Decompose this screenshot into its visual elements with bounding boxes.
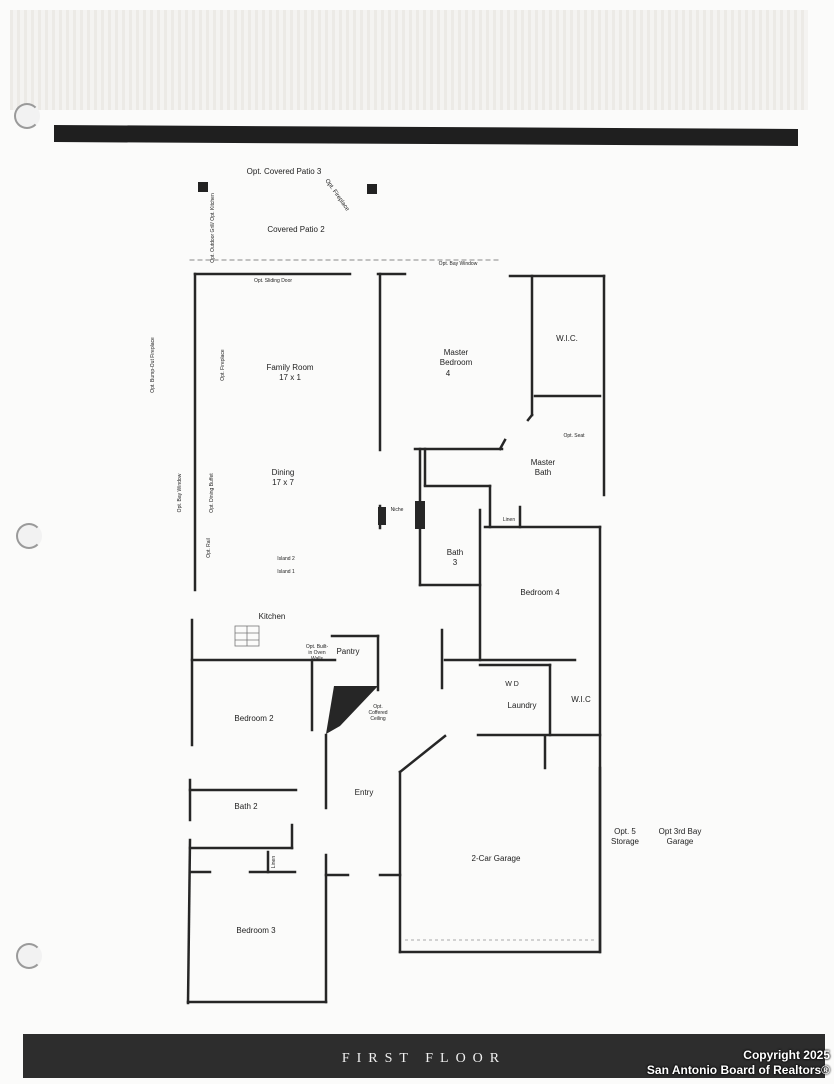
label-opt-dining-buffet: Opt. Dining Buffet <box>209 473 215 513</box>
label-opt-rail: Opt. Rail <box>206 538 212 558</box>
label-island-2: Island 2 <box>277 556 295 562</box>
label-opt-sliding-door: Opt. Sliding Door <box>253 278 293 284</box>
label-opt-bay-window-top: Opt. Bay Window <box>438 261 478 267</box>
label-kitchen: Kitchen <box>258 612 286 621</box>
label-laundry: Laundry <box>507 701 537 710</box>
label-linen-master: Linen <box>502 517 516 523</box>
label-opt-outdoor-grill: Opt. Outdoor Grill/ Opt. Kitchen <box>210 193 216 263</box>
label-dining: Dining <box>271 468 295 477</box>
footer-band: FIRST FLOOR <box>23 1034 825 1078</box>
binder-hole-middle <box>16 523 42 549</box>
label-wd: W D <box>505 681 519 688</box>
label-island-1: Island 1 <box>277 569 295 575</box>
label-opt-built-in-oven: Opt. Built-in Oven Walls <box>305 644 329 662</box>
label-master-bedroom-num: 4 <box>445 369 451 378</box>
patio-post-right <box>367 184 377 194</box>
label-opt-seat: Opt. Seat <box>563 433 585 439</box>
binder-hole-top <box>14 103 40 129</box>
label-opt-covered-patio-3: Opt. Covered Patio 3 <box>246 167 322 176</box>
binder-hole-bottom <box>16 943 42 969</box>
label-entry: Entry <box>354 788 374 797</box>
copyright-line-1: Copyright 2025 <box>743 1048 830 1062</box>
label-opt-5-storage: Opt. 5 Storage <box>610 827 640 846</box>
label-covered-patio-2: Covered Patio 2 <box>267 225 325 234</box>
label-opt-bump-out-fireplace: Opt. Bump-Out Fireplace <box>150 337 156 393</box>
footer-title: FIRST FLOOR <box>341 1051 507 1066</box>
copyright-line-2: San Antonio Board of Realtors® <box>646 1063 830 1077</box>
label-pantry: Pantry <box>336 647 360 656</box>
label-opt-fireplace-family: Opt. Fireplace <box>220 349 226 381</box>
stair-fill <box>326 686 378 734</box>
copyright-watermark: Copyright 2025 San Antonio Board of Real… <box>647 1048 830 1078</box>
label-niche: Niche <box>390 507 404 513</box>
label-linen-2: Linen <box>271 855 277 869</box>
label-opt-coffered: Opt. Coffered Ceiling <box>368 704 388 722</box>
label-wic-master: W.I.C. <box>556 334 578 343</box>
label-opt-bay-window-left: Opt. Bay Window <box>177 473 183 513</box>
label-bedroom-2: Bedroom 2 <box>234 714 274 723</box>
label-family-room-dim: 17 x 1 <box>279 373 301 382</box>
patio-post-left <box>198 182 208 192</box>
label-bedroom-4: Bedroom 4 <box>520 588 560 597</box>
label-bedroom-3: Bedroom 3 <box>236 926 276 935</box>
label-bath-3: Bath 3 <box>446 548 464 567</box>
label-2-car-garage: 2-Car Garage <box>471 854 521 863</box>
label-opt-3rd-bay-garage: Opt 3rd Bay Garage <box>658 827 702 846</box>
label-family-room: Family Room <box>266 363 314 372</box>
scan-header-band <box>10 10 808 110</box>
label-dining-dim: 17 x 7 <box>272 478 294 487</box>
label-wic-4: W.I.C <box>571 695 591 704</box>
label-master-bedroom: Master Bedroom <box>439 348 473 367</box>
label-master-bath: Master Bath <box>530 458 556 477</box>
label-bath-2: Bath 2 <box>234 802 258 811</box>
